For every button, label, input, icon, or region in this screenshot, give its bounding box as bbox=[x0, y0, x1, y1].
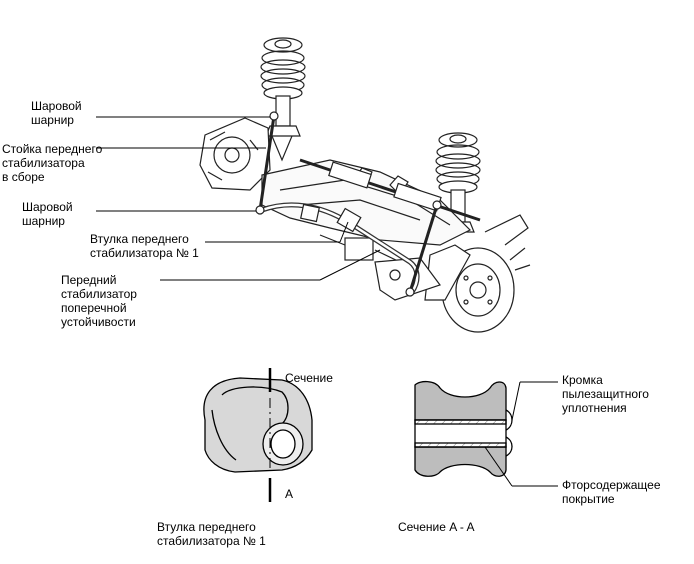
callout-line: Кромка bbox=[562, 373, 603, 387]
suspension-assembly bbox=[199, 37, 531, 333]
section-mark-a: A bbox=[285, 487, 294, 501]
section-caption: Сечение A - A bbox=[398, 520, 475, 534]
section-mark-label: Сечение bbox=[285, 371, 333, 385]
lower-arm bbox=[374, 257, 441, 301]
callout-line: стабилизатора № 1 bbox=[90, 246, 199, 260]
bushing-drawing bbox=[203, 368, 313, 502]
callout-line: Шаровой bbox=[22, 200, 73, 214]
callout-dust-seal-lip: Кромка пылезащитного уплотнения bbox=[562, 373, 649, 415]
callout-line: Шаровой bbox=[31, 99, 82, 113]
callout-line: Стойка переднего bbox=[2, 142, 103, 156]
callout-line: шарнир bbox=[31, 113, 74, 127]
callout-line: поперечной bbox=[61, 301, 127, 315]
callout-line: уплотнения bbox=[562, 401, 627, 415]
leader-lines bbox=[96, 116, 381, 281]
callout-ball-joint-upper: Шаровой шарнир bbox=[31, 99, 82, 127]
callout-line: устойчивости bbox=[61, 315, 136, 329]
callout-fluorine-coating: Фторсодержащее покрытие bbox=[562, 478, 661, 506]
callout-stabilizer-link: Стойка переднего стабилизатора в сборе bbox=[2, 142, 102, 184]
steering-rack bbox=[299, 158, 481, 222]
callout-line: стабилизатор bbox=[61, 287, 137, 301]
callout-line: Втулка переднего bbox=[90, 232, 189, 246]
callout-line: пылезащитного bbox=[562, 387, 649, 401]
caption-line: стабилизатора № 1 bbox=[157, 534, 266, 548]
callout-line: в сборе bbox=[2, 170, 45, 184]
callout-line: стабилизатора bbox=[2, 156, 85, 170]
callout-line: шарнир bbox=[22, 214, 65, 228]
section-drawing bbox=[414, 380, 513, 477]
stabilizer-links bbox=[255, 111, 442, 297]
callout-line: Фторсодержащее bbox=[562, 478, 661, 492]
callout-line: Передний bbox=[61, 273, 117, 287]
caption-line: Втулка переднего bbox=[157, 520, 256, 534]
left-strut bbox=[260, 37, 306, 162]
callout-bushing-no1: Втулка переднего стабилизатора № 1 bbox=[90, 232, 199, 260]
callout-front-stabilizer-bar: Передний стабилизатор поперечной устойчи… bbox=[61, 273, 137, 329]
left-hub bbox=[199, 117, 271, 191]
section-leader-lines bbox=[484, 381, 558, 487]
stabilizer-bar bbox=[261, 202, 420, 294]
callout-ball-joint-lower: Шаровой шарнир bbox=[22, 200, 73, 228]
bushing-caption: Втулка переднего стабилизатора № 1 bbox=[157, 520, 266, 548]
callout-line: покрытие bbox=[562, 492, 615, 506]
